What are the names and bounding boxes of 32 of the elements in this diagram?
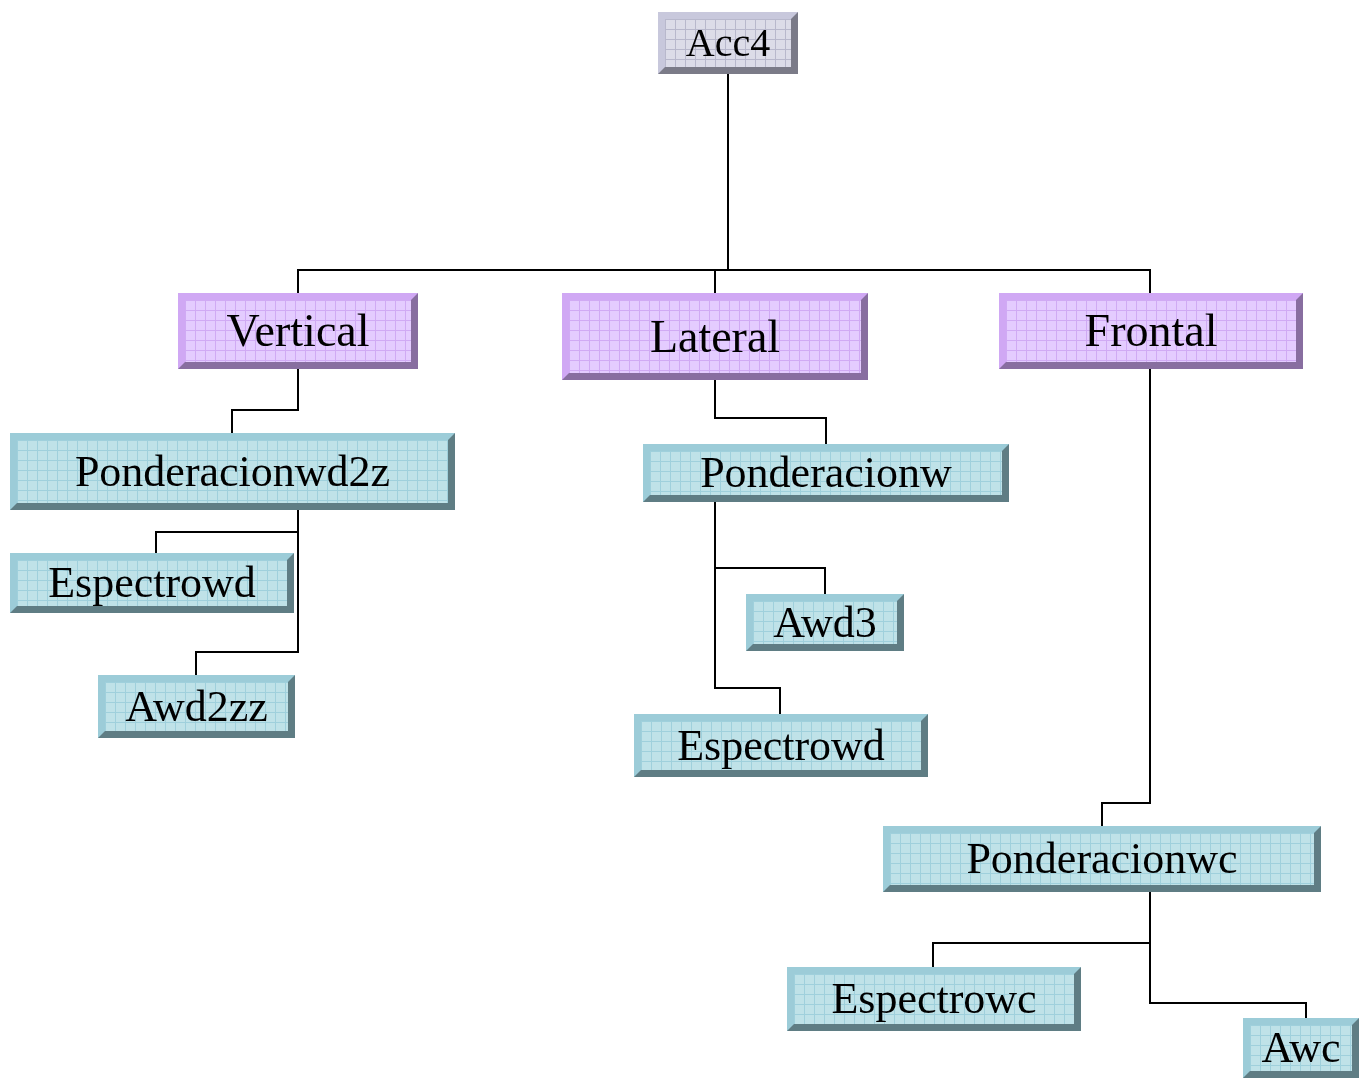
item-box (10, 433, 455, 510)
node-label: Awc (1261, 1026, 1341, 1070)
category-box (999, 293, 1303, 369)
category-box (562, 293, 868, 380)
connector-line (1101, 368, 1151, 827)
item-box (746, 594, 904, 651)
connector-line (1149, 891, 1307, 1019)
category-box (178, 293, 418, 369)
node-label: Awd3 (773, 600, 877, 645)
connector-line (231, 368, 299, 434)
node-label: Espectrowd (677, 723, 885, 768)
item-box (10, 553, 294, 613)
node-label: Ponderacionwc (966, 837, 1238, 881)
node-label: Frontal (1084, 308, 1218, 354)
node-label: Ponderacionw (700, 451, 952, 495)
connector-line (195, 509, 299, 676)
item-box (643, 444, 1009, 502)
connector-line (714, 379, 827, 445)
connector-line (714, 501, 781, 715)
node-label: Vertical (226, 308, 370, 354)
item-box (1243, 1018, 1359, 1078)
node-label: Acc4 (685, 23, 771, 63)
node-label: Espectrowc (831, 977, 1037, 1021)
node-label: Awd2zz (125, 684, 268, 729)
item-box (98, 675, 295, 738)
item-box (883, 826, 1321, 892)
node-label: Espectrowd (48, 561, 256, 605)
item-box (787, 967, 1081, 1031)
item-box (634, 714, 928, 777)
node-label: Ponderacionwd2z (74, 449, 391, 494)
node-label: Lateral (649, 313, 781, 360)
root-box (658, 12, 798, 74)
